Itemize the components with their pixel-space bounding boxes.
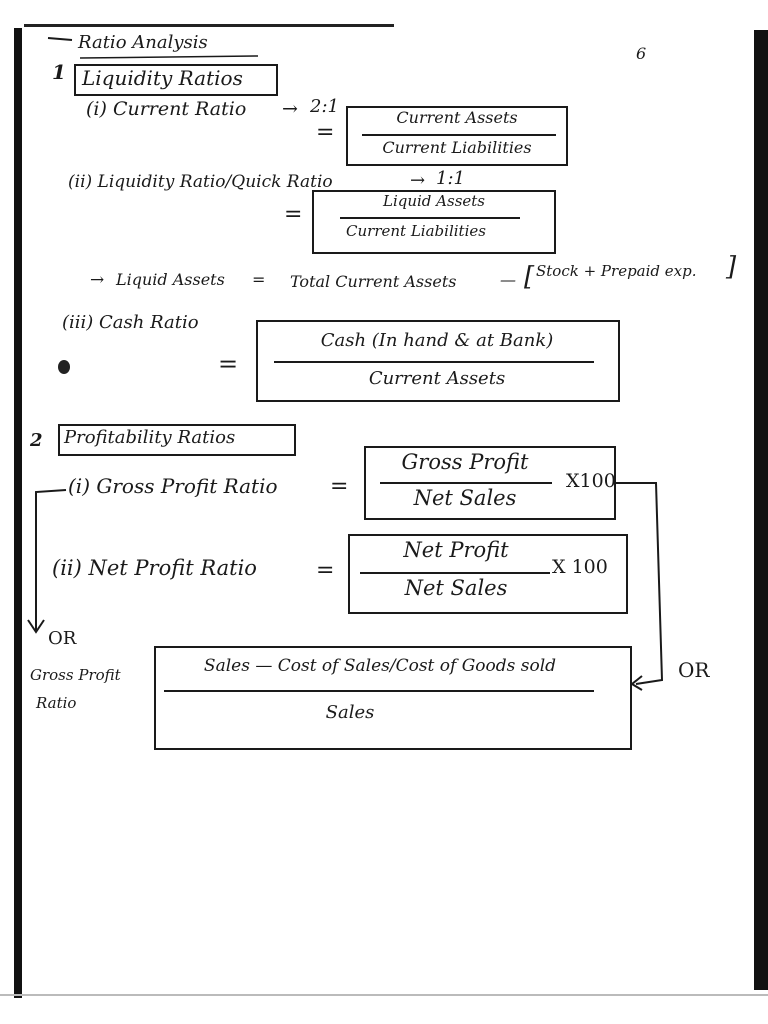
quick-ratio-denominator: Current Liabilities — [346, 222, 486, 240]
liquidity-heading: Liquidity Ratios — [82, 66, 243, 90]
current-ratio-equals: = — [316, 120, 335, 145]
net-profit-numerator: Net Profit — [403, 538, 509, 562]
liquid-note-open-bracket: [ — [524, 262, 535, 292]
liquid-note-arrow: → — [90, 270, 105, 290]
section-1-number: 1 — [52, 60, 66, 84]
liquid-note-bracket: Stock + Prepaid exp. — [536, 262, 697, 280]
net-profit-equals: = — [316, 558, 335, 583]
current-ratio-label: (i) Current Ratio — [86, 98, 247, 120]
cash-ratio-box — [256, 320, 620, 402]
current-ratio-ideal: 2:1 — [310, 96, 339, 117]
page-title: Ratio Analysis — [78, 32, 208, 53]
quick-ratio-arrow: → — [410, 170, 426, 191]
quick-ratio-label: (ii) Liquidity Ratio/Quick Ratio — [68, 172, 333, 192]
liquid-note-close-bracket: ] — [726, 252, 737, 282]
net-profit-label: (ii) Net Profit Ratio — [52, 556, 257, 580]
cash-ratio-denominator: Current Assets — [368, 368, 506, 389]
page-bottom-edge — [0, 994, 768, 996]
quick-ratio-box — [312, 190, 556, 254]
net-profit-multiplier: X 100 — [552, 556, 608, 578]
quick-ratio-ideal: 1:1 — [436, 168, 465, 189]
page-left-edge — [14, 28, 22, 998]
cash-ratio-numerator: Cash (In hand & at Bank) — [320, 330, 554, 351]
liquid-note-lhs: Liquid Assets — [116, 270, 225, 289]
current-ratio-denominator: Current Liabilities — [382, 138, 532, 157]
or-left: OR — [48, 628, 77, 649]
gross-profit-multiplier: X100 — [566, 470, 616, 492]
section-2-number: 2 — [30, 430, 43, 451]
gross-profit-label: (i) Gross Profit Ratio — [68, 474, 278, 498]
net-profit-denominator: Net Sales — [404, 576, 508, 600]
gross-profit-equals: = — [330, 474, 349, 499]
liquidity-heading-box — [74, 64, 278, 96]
quick-ratio-numerator: Liquid Assets — [382, 192, 486, 210]
cash-ratio-label: (iii) Cash Ratio — [62, 312, 199, 333]
liquid-note-rhs: Total Current Assets — [290, 272, 457, 291]
cash-ratio-fraction-bar — [274, 361, 594, 363]
gross-profit-box — [364, 446, 616, 520]
alt-gross-profit-fraction-bar — [164, 690, 594, 692]
liquid-note-equals: = — [252, 270, 266, 289]
net-profit-fraction-bar — [360, 572, 550, 574]
gross-profit-denominator: Net Sales — [413, 486, 517, 510]
current-ratio-box — [346, 106, 568, 166]
profitability-heading-box — [58, 424, 296, 456]
profitability-heading: Profitability Ratios — [64, 427, 236, 448]
current-ratio-fraction-bar — [362, 134, 556, 136]
current-ratio-arrow: → — [282, 98, 298, 120]
alt-gross-profit-box — [154, 646, 632, 750]
gross-profit-fraction-bar — [380, 482, 552, 484]
quick-ratio-equals: = — [284, 202, 303, 227]
current-ratio-numerator: Current Assets — [396, 108, 518, 127]
alt-gross-profit-numerator: Sales — Cost of Sales/Cost of Goods sold — [203, 656, 557, 676]
alt-gross-profit-denominator: Sales — [325, 702, 375, 723]
page-right-edge — [754, 30, 768, 990]
alt-label-line1: Gross Profit — [30, 666, 121, 684]
page-number: 6 — [636, 44, 647, 63]
or-right: OR — [678, 658, 710, 682]
gross-profit-numerator: Gross Profit — [401, 450, 529, 474]
liquid-note-minus: — — [500, 270, 516, 289]
page-top-edge — [24, 24, 394, 27]
quick-ratio-fraction-bar — [340, 217, 520, 219]
net-profit-box — [348, 534, 628, 614]
margin-dot — [58, 360, 70, 374]
alt-label-line2: Ratio — [36, 694, 77, 712]
cash-ratio-equals: = — [218, 350, 239, 378]
